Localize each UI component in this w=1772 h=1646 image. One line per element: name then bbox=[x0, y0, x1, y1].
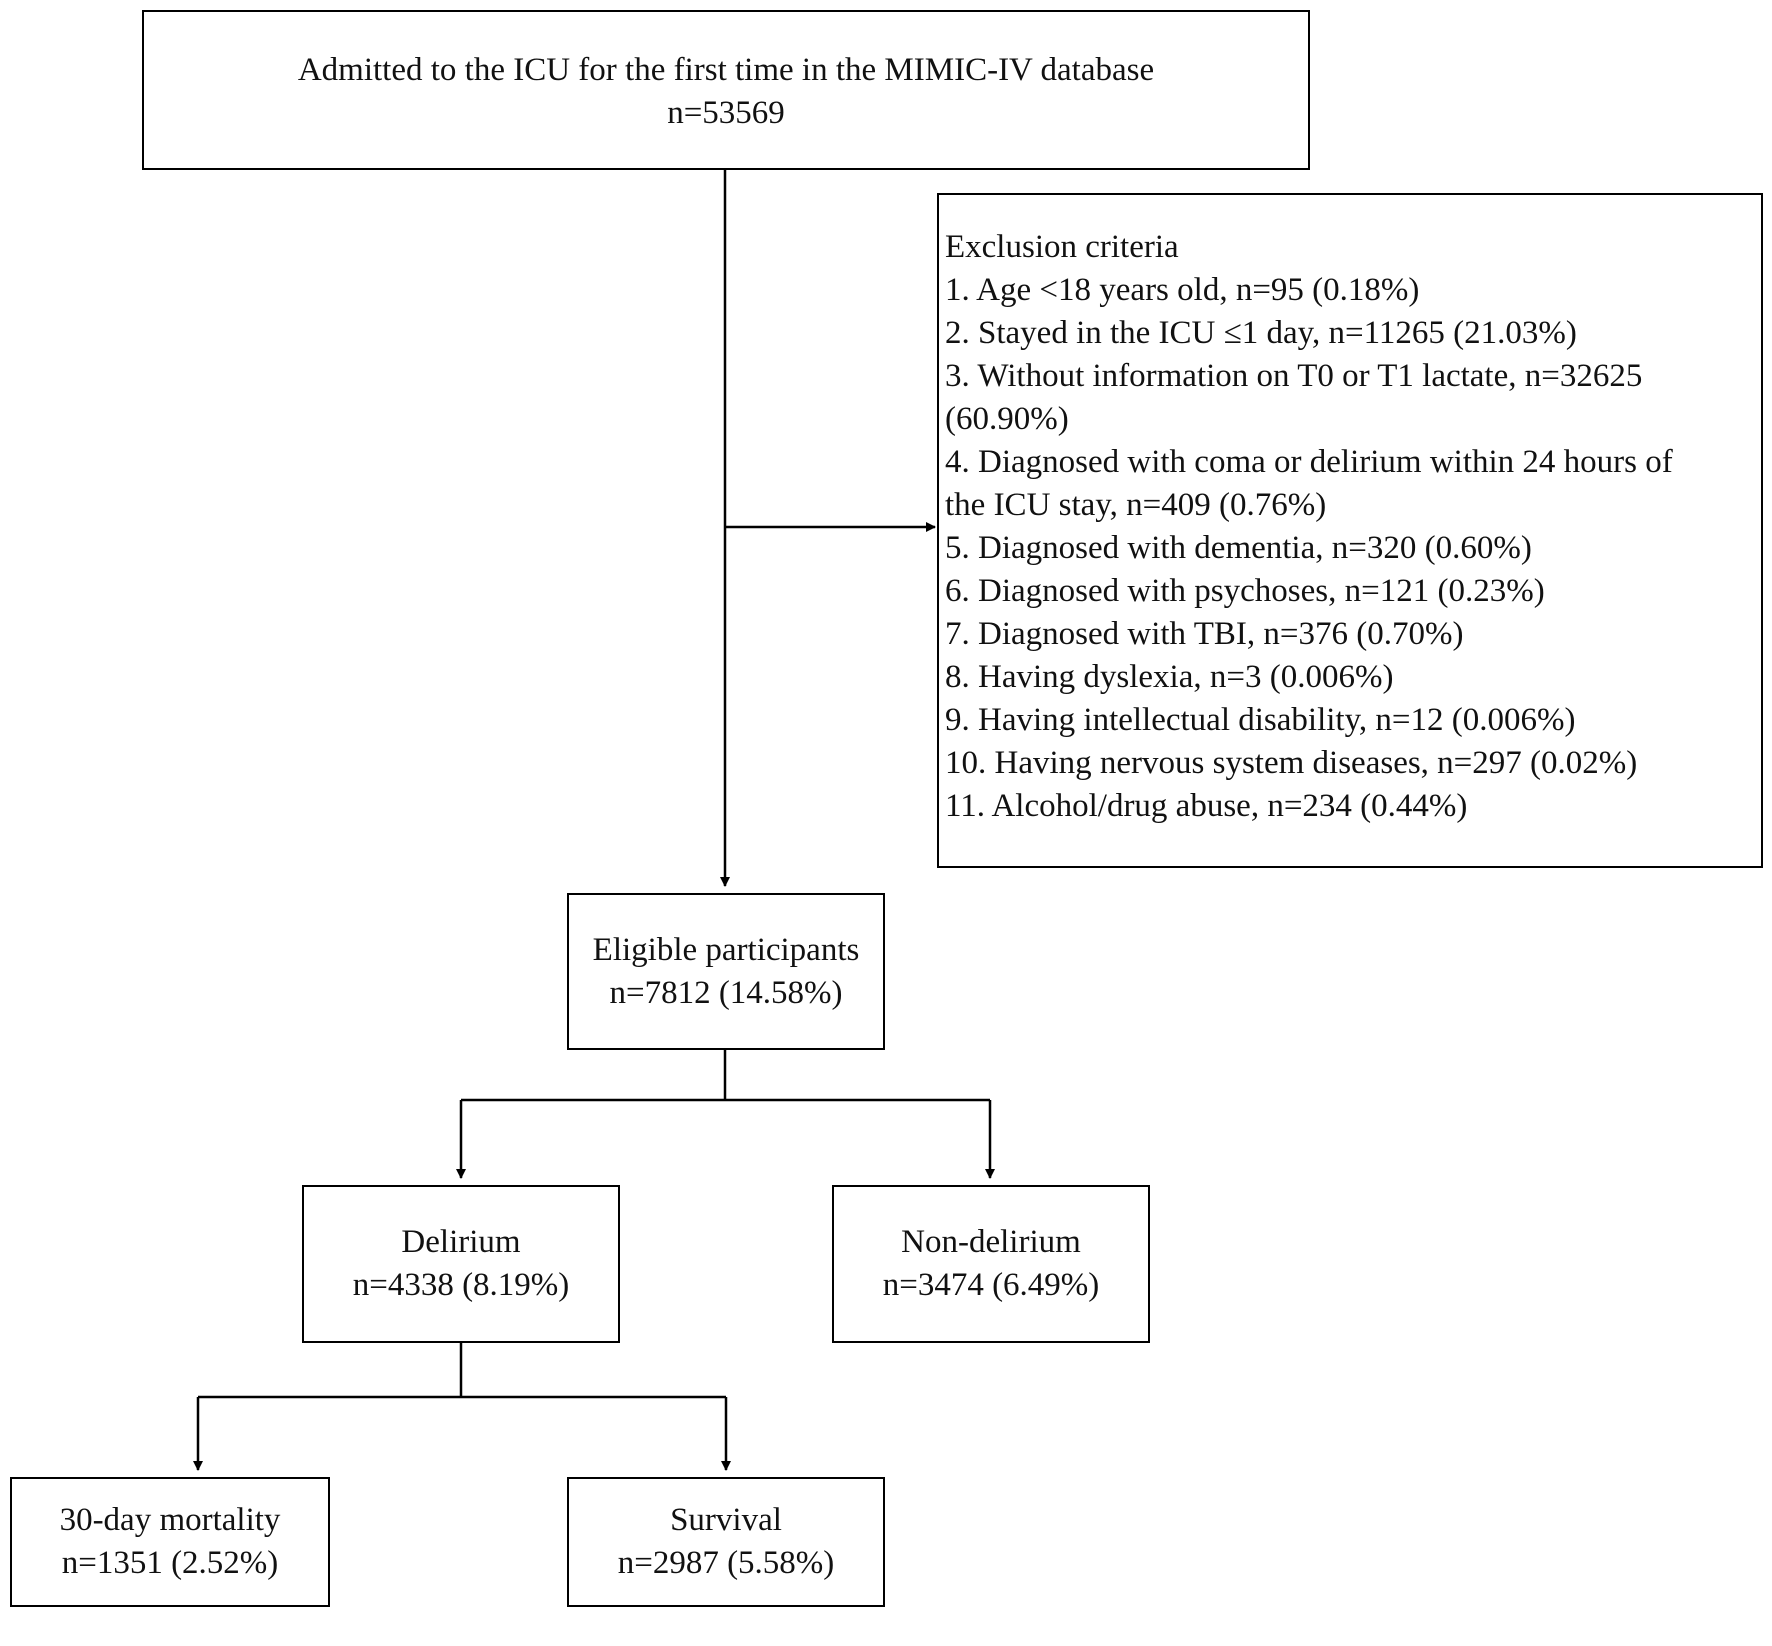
exclusion-item-continued: (60.90%) bbox=[945, 401, 1069, 437]
delirium-label: Delirium bbox=[401, 1224, 521, 1260]
box-30-day-mortality: 30-day mortality n=1351 (2.52%) bbox=[10, 1477, 330, 1607]
exclusion-item: 1. Age <18 years old, n=95 (0.18%) bbox=[945, 272, 1420, 308]
exclusion-item: 4. Diagnosed with coma or delirium withi… bbox=[945, 444, 1673, 480]
admitted-count: n=53569 bbox=[667, 95, 785, 131]
survival-label: Survival bbox=[670, 1502, 782, 1538]
exclusion-item: 7. Diagnosed with TBI, n=376 (0.70%) bbox=[945, 616, 1464, 652]
exclusion-item: 10. Having nervous system diseases, n=29… bbox=[945, 745, 1638, 781]
eligible-count: n=7812 (14.58%) bbox=[609, 974, 843, 1011]
exclusion-item-continued: the ICU stay, n=409 (0.76%) bbox=[945, 487, 1327, 523]
box-non-delirium: Non-delirium n=3474 (6.49%) bbox=[832, 1185, 1150, 1343]
box-admitted: Admitted to the ICU for the first time i… bbox=[142, 10, 1310, 170]
exclusion-item: 9. Having intellectual disability, n=12 … bbox=[945, 702, 1576, 738]
box-exclusion-criteria: Exclusion criteria 1. Age <18 years old,… bbox=[937, 193, 1763, 868]
eligible-label: Eligible participants bbox=[592, 931, 860, 968]
exclusion-heading: Exclusion criteria bbox=[945, 229, 1179, 265]
non-delirium-count: n=3474 (6.49%) bbox=[882, 1267, 1100, 1303]
mortality-label: 30-day mortality bbox=[59, 1502, 281, 1538]
exclusion-item: 6. Diagnosed with psychoses, n=121 (0.23… bbox=[945, 573, 1545, 609]
survival-count: n=2987 (5.58%) bbox=[617, 1545, 835, 1581]
non-delirium-label: Non-delirium bbox=[901, 1224, 1081, 1260]
exclusion-item: 11. Alcohol/drug abuse, n=234 (0.44%) bbox=[945, 788, 1468, 824]
mortality-count: n=1351 (2.52%) bbox=[61, 1545, 279, 1581]
box-eligible-participants: Eligible participants n=7812 (14.58%) bbox=[567, 893, 885, 1050]
exclusion-item: 5. Diagnosed with dementia, n=320 (0.60%… bbox=[945, 530, 1532, 566]
exclusion-item: 8. Having dyslexia, n=3 (0.006%) bbox=[945, 659, 1394, 695]
delirium-count: n=4338 (8.19%) bbox=[352, 1267, 570, 1303]
admitted-description: Admitted to the ICU for the first time i… bbox=[297, 52, 1155, 88]
exclusion-item: 3. Without information on T0 or T1 lacta… bbox=[945, 358, 1643, 394]
box-survival: Survival n=2987 (5.58%) bbox=[567, 1477, 885, 1607]
box-delirium: Delirium n=4338 (8.19%) bbox=[302, 1185, 620, 1343]
exclusion-item: 2. Stayed in the ICU ≤1 day, n=11265 (21… bbox=[945, 315, 1577, 351]
